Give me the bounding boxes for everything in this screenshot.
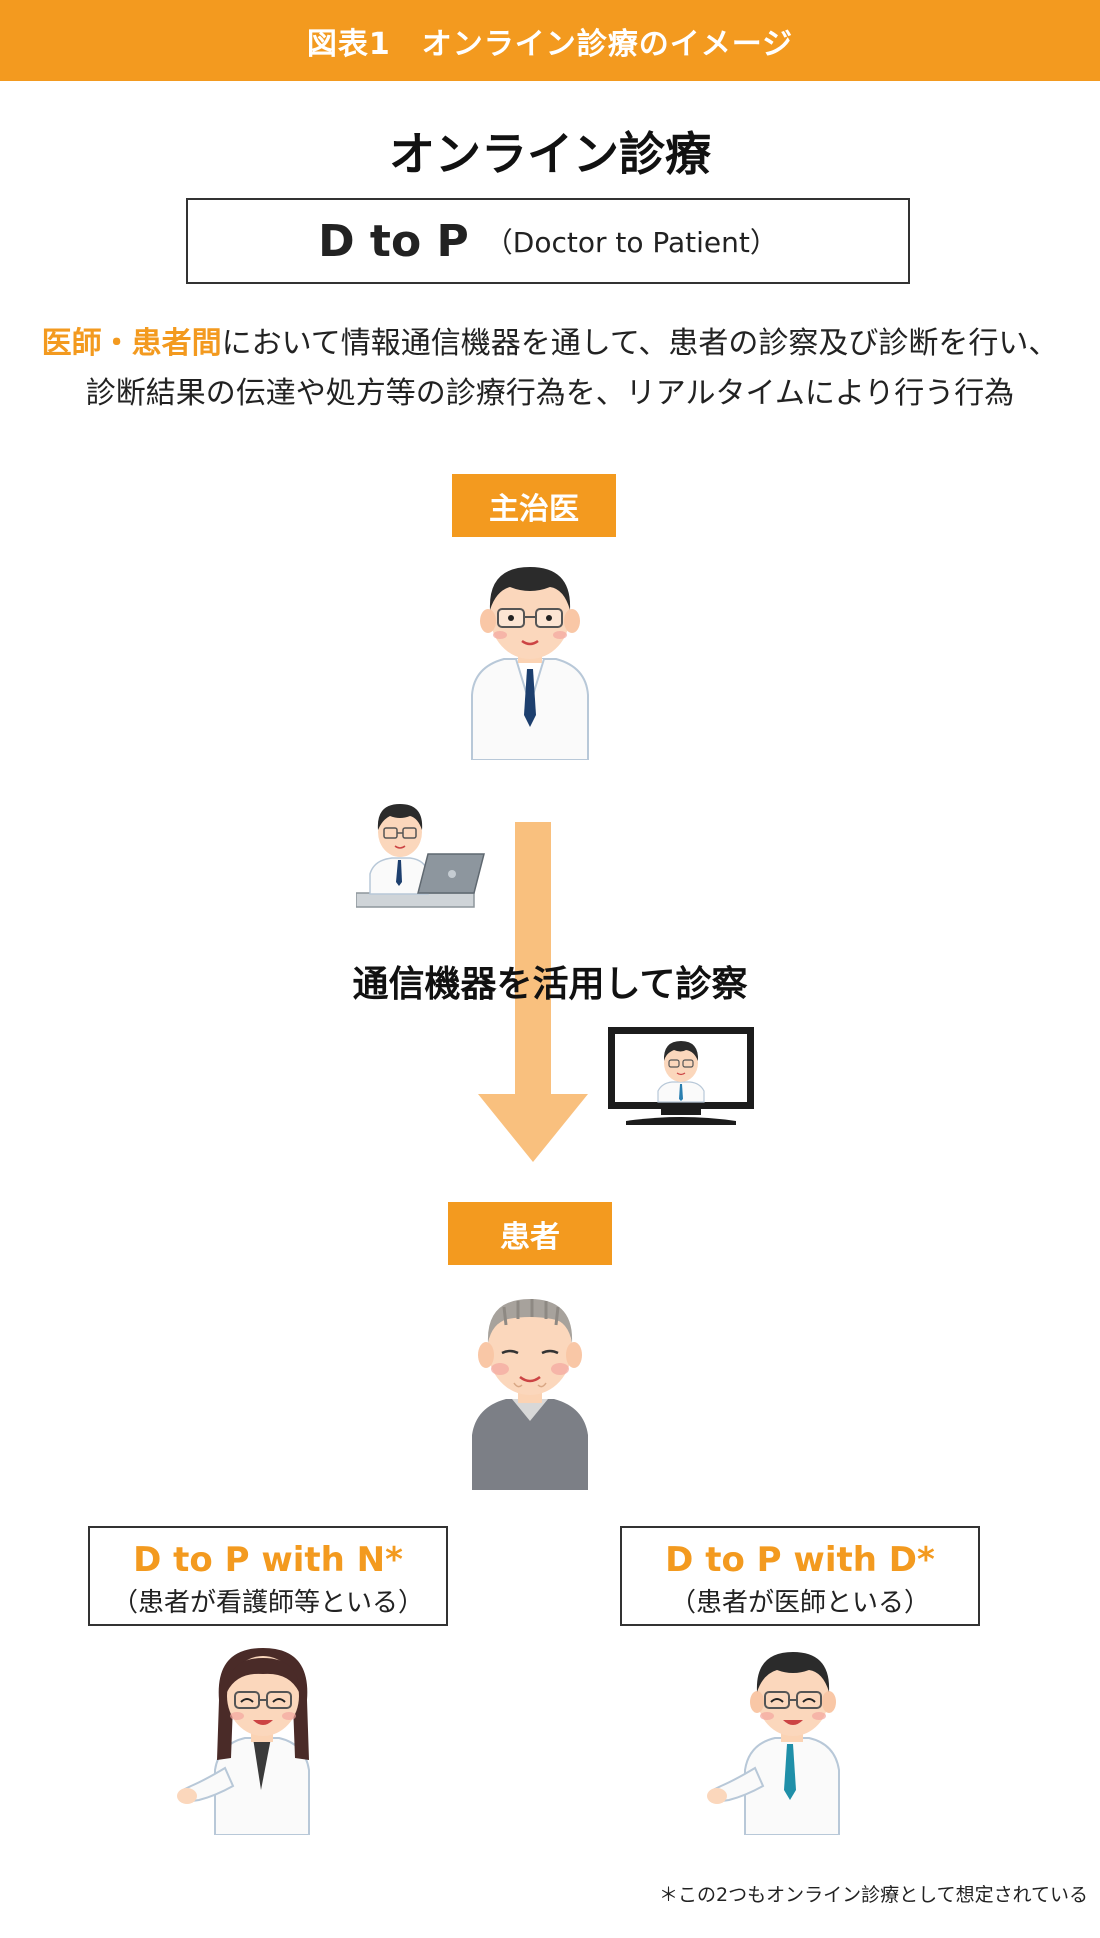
footnote: ＊この2つもオンライン診療として想定されている — [659, 1884, 1088, 1906]
doctor-illustration — [460, 555, 600, 760]
variant-subtitle-with-nurse: （患者が看護師等といる） — [111, 1588, 424, 1618]
monitor-icon — [608, 1027, 754, 1125]
main-title: オンライン診療 — [389, 127, 711, 181]
description-highlight: 医師・患者間 — [41, 326, 222, 361]
patient-label: 患者 — [448, 1202, 612, 1265]
variant-title-with-doctor: D to P with D* — [665, 1540, 935, 1580]
down-arrow-icon — [478, 822, 588, 1162]
dtop-box: D to P （Doctor to Patient） — [186, 198, 910, 284]
doctor-laptop-illustration — [356, 798, 486, 913]
description-line-1-rest: において情報通信機器を通して、患者の診察及び診断を行い、 — [221, 326, 1059, 361]
doctor-icon — [471, 567, 589, 760]
variant-box-with-nurse: D to P with N* （患者が看護師等といる） — [88, 1526, 448, 1626]
doctor-label: 主治医 — [452, 474, 616, 537]
description-line-1: 医師・患者間において情報通信機器を通して、患者の診察及び診断を行い、 — [0, 318, 1100, 362]
description-line-2: 診断結果の伝達や処方等の診療行為を、リアルタイムにより行う行為 — [85, 376, 1015, 411]
figure-header: 図表1 オンライン診療のイメージ — [0, 0, 1100, 81]
communication-arrow — [478, 822, 588, 1162]
communication-text: 通信機器を活用して診察 — [352, 964, 748, 1005]
nurse-icon — [177, 1648, 310, 1835]
elderly-patient-icon — [472, 1299, 588, 1490]
variant-subtitle-with-doctor: （患者が医師といる） — [669, 1588, 930, 1618]
arrow-head — [478, 1094, 588, 1162]
second-doctor-illustration — [705, 1640, 855, 1835]
dtop-main-label: D to P — [318, 215, 469, 267]
doctor-laptop-icon — [356, 804, 485, 908]
second-doctor-icon — [707, 1652, 840, 1835]
patient-illustration — [460, 1285, 600, 1490]
variant-title-with-nurse: D to P with N* — [133, 1540, 403, 1580]
monitor-illustration — [606, 1025, 756, 1125]
arrow-shaft — [515, 822, 551, 1094]
dtop-sub-label: （Doctor to Patient） — [484, 226, 778, 259]
figure-title: 図表1 オンライン診療のイメージ — [306, 26, 794, 62]
nurse-illustration — [175, 1640, 325, 1835]
variant-box-with-doctor: D to P with D* （患者が医師といる） — [620, 1526, 980, 1626]
